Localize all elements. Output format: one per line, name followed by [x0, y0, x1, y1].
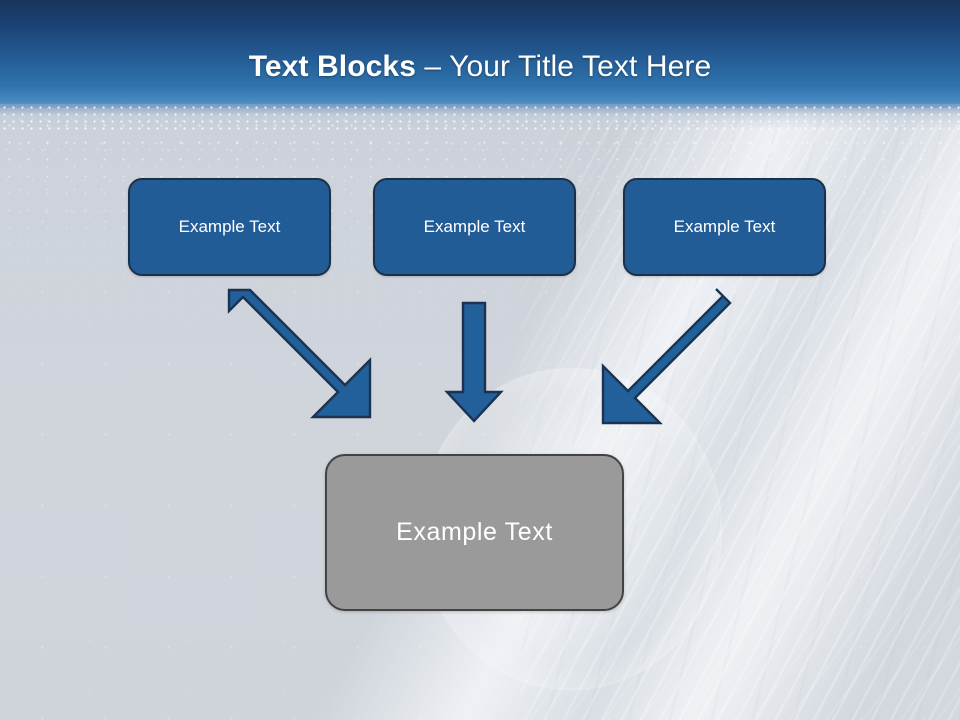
result-block[interactable]: Example Text	[325, 454, 624, 611]
text-block-3[interactable]: Example Text	[623, 178, 826, 276]
result-block-label: Example Text	[396, 518, 553, 546]
page-title-strong: Text Blocks	[248, 50, 416, 83]
title-band	[0, 0, 960, 108]
page-title-rest: – Your Title Text Here	[416, 50, 712, 83]
text-block-2-label: Example Text	[423, 217, 526, 236]
text-block-1[interactable]: Example Text	[128, 178, 331, 276]
page-title: Text Blocks – Your Title Text Here	[0, 48, 960, 86]
text-block-1-label: Example Text	[178, 217, 281, 236]
text-block-2[interactable]: Example Text	[373, 178, 576, 276]
text-block-3-label: Example Text	[673, 217, 776, 236]
title-band-edge	[0, 104, 960, 130]
